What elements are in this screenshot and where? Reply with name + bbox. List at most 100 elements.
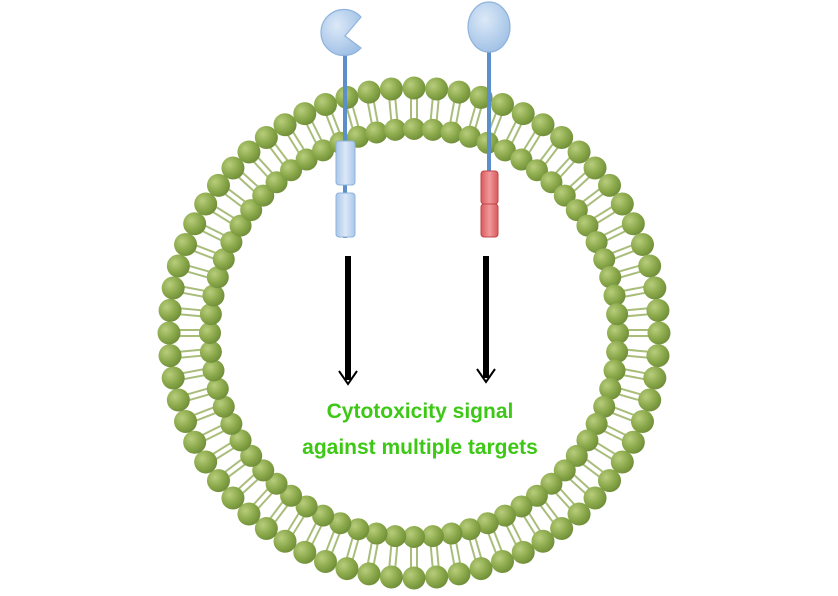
lipid-head-outer (630, 232, 654, 256)
lipid-head-inner (403, 118, 425, 140)
lipid-head-outer (273, 529, 297, 553)
lipid-head-inner (606, 340, 629, 363)
lipid-head-outer (511, 540, 535, 564)
lipid-head-outer (254, 517, 278, 541)
lipid-head-inner (440, 121, 463, 144)
lipid-head-inner (493, 504, 516, 527)
lipid-head-inner (365, 121, 388, 144)
lipid-head-inner (212, 395, 235, 418)
lipid-head-outer (469, 85, 493, 109)
lipid-head-inner (295, 148, 318, 171)
lipid-head-outer (194, 192, 218, 216)
lipid-head-inner (295, 495, 318, 518)
lipid-head-inner (525, 159, 548, 182)
lipid-bilayer-membrane (157, 76, 671, 590)
lipid-head-outer (447, 562, 471, 586)
lipid-head-inner (440, 522, 463, 545)
lipid-head-inner (565, 199, 588, 222)
lipid-head-inner (229, 429, 252, 452)
lipid-head-inner (421, 118, 444, 141)
lipid-head-inner (540, 472, 563, 495)
lipid-head-outer (206, 469, 230, 493)
lipid-head-inner (265, 171, 288, 194)
lipid-head-inner (606, 303, 629, 326)
lipid-head-inner (599, 377, 622, 400)
lipid-head-outer (183, 212, 207, 236)
lipid-head-outer (531, 113, 555, 137)
lipid-head-outer (161, 366, 185, 390)
lipid-head-inner (312, 139, 335, 162)
lipid-head-outer (621, 212, 645, 236)
lipid-head-inner (565, 444, 588, 467)
lipid-head-outer (425, 77, 449, 101)
lipid-head-outer (638, 254, 662, 278)
lipid-head-inner (280, 159, 303, 182)
lipid-head-outer (194, 450, 218, 474)
lipid-head-inner (585, 412, 608, 435)
lipid-head-outer (550, 517, 574, 541)
lipid-head-outer (237, 502, 261, 526)
lipid-head-inner (510, 148, 533, 171)
lipid-head-outer (583, 156, 607, 180)
lipid-head-outer (379, 565, 403, 589)
signal-arrow-left (338, 256, 358, 386)
lipid-head-inner (607, 322, 629, 344)
lipid-tails (169, 88, 659, 578)
lipid-head-outer (379, 77, 403, 101)
lipid-head-outer (273, 113, 297, 137)
receptor-right-head-icon (467, 1, 511, 53)
lipid-head-outer (293, 102, 317, 126)
lipid-head-inner (593, 248, 616, 271)
lipid-head-outer (567, 502, 591, 526)
lipid-head-outer (447, 80, 471, 104)
caption-line-1: Cytotoxicity signal (326, 400, 514, 423)
lipid-head-outer (621, 430, 645, 454)
lipid-head-outer (357, 562, 381, 586)
lipid-head-inner (493, 139, 516, 162)
lipid-head-outer (491, 549, 515, 573)
lipid-head-outer (237, 140, 261, 164)
lipid-head-inner (603, 284, 626, 307)
lipid-head-outer (567, 140, 591, 164)
lipid-head-inner (476, 512, 499, 535)
lipid-head-inner (458, 125, 481, 148)
lipid-head-inner (540, 171, 563, 194)
receptor-left-domain-upper (335, 140, 356, 186)
lipid-head-inner (220, 412, 243, 435)
lipid-head-outer (630, 410, 654, 434)
lipid-head-outer (254, 125, 278, 149)
lipid-head-outer (174, 232, 198, 256)
lipid-head-outer (206, 173, 230, 197)
lipid-head-inner (384, 525, 407, 548)
lipid-head-inner (206, 266, 229, 289)
lipid-head-inner (229, 214, 252, 237)
lipid-head-inner (220, 231, 243, 254)
lipid-head-inner (199, 340, 222, 363)
lipid-head-outer (646, 298, 670, 322)
lipid-head-outer (157, 321, 181, 345)
lipid-head-outer (402, 76, 426, 100)
lipid-head-outer (166, 388, 190, 412)
lipid-head-outer (183, 430, 207, 454)
lipid-head-inner (212, 248, 235, 271)
lipid-heads (157, 76, 671, 590)
lipid-head-outer (646, 344, 670, 368)
caption-line-2: against multiple targets (302, 436, 538, 459)
lipid-head-outer (647, 321, 671, 345)
lipid-head-inner (585, 231, 608, 254)
lipid-head-inner (553, 459, 576, 482)
lipid-head-outer (313, 93, 337, 117)
lipid-head-outer (550, 125, 574, 149)
lipid-head-inner (329, 512, 352, 535)
lipid-head-outer (610, 450, 634, 474)
receptor-right-domain-lower (480, 203, 499, 238)
lipid-head-inner (576, 429, 599, 452)
lipid-head-outer (221, 156, 245, 180)
lipid-head-inner (252, 184, 275, 207)
lipid-head-outer (598, 469, 622, 493)
lipid-head-inner (525, 484, 548, 507)
lipid-head-outer (313, 549, 337, 573)
lipid-head-inner (280, 484, 303, 507)
lipid-head-outer (598, 173, 622, 197)
receptor-right-domain-upper (480, 170, 499, 205)
